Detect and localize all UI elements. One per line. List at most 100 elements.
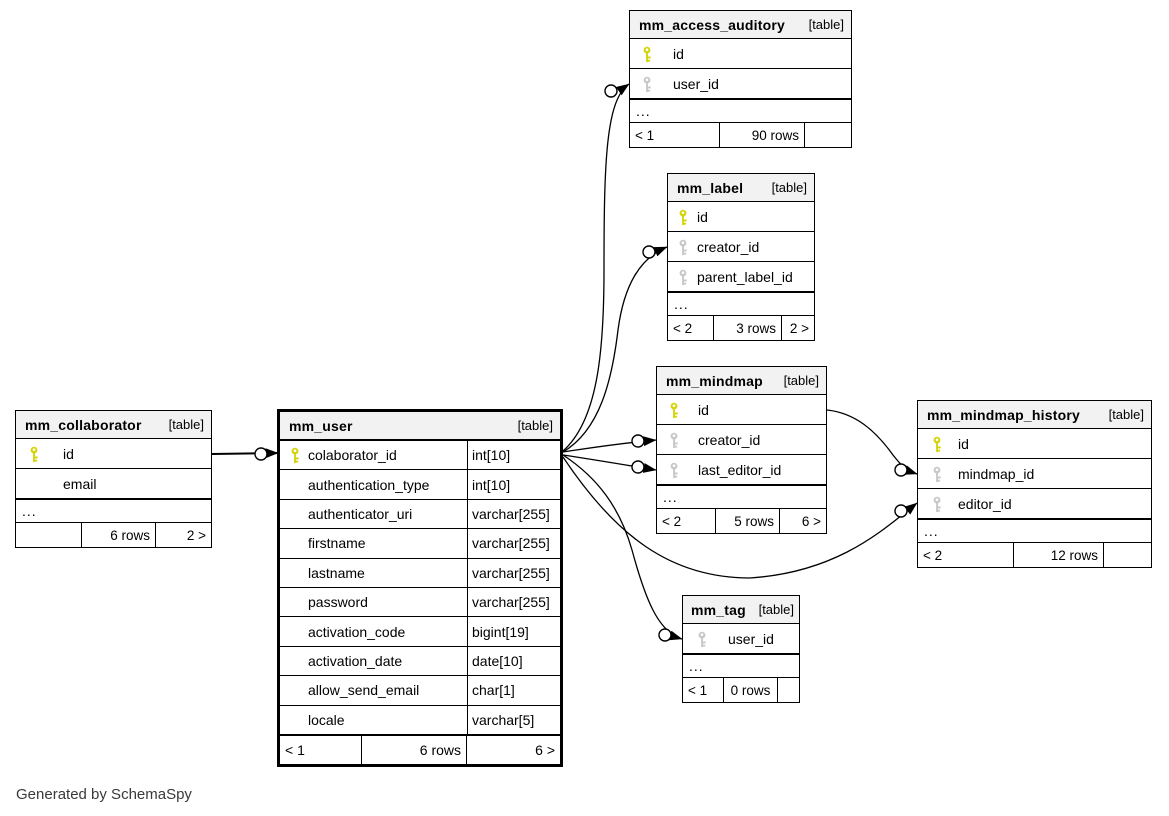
table-mm_user: mm_user [table] colaborator_id int[10] a…	[277, 409, 563, 767]
primary-key-icon	[289, 447, 301, 464]
implied-children	[778, 678, 799, 702]
column-row: creator_id	[657, 425, 826, 455]
column-type: int[10]	[472, 476, 511, 493]
implied-children: 6 >	[801, 513, 821, 529]
column-row: authentication_type int[10]	[280, 470, 560, 500]
column-row: activation_code bigint[19]	[280, 617, 560, 647]
column-name: mindmap_id	[958, 465, 1035, 482]
column-row: authenticator_uri varchar[255]	[280, 499, 560, 530]
more-columns-ellipsis: ...	[668, 292, 814, 315]
column-row: creator_id	[668, 232, 814, 262]
column-row: activation_date date[10]	[280, 646, 560, 677]
column-row: user_id	[630, 69, 851, 99]
foreign-key-icon	[668, 431, 680, 448]
row-count: 5 rows	[715, 509, 780, 533]
column-name: colaborator_id	[280, 441, 468, 470]
implied-children	[1104, 543, 1151, 567]
column-row: id	[16, 439, 211, 469]
table-name-link[interactable]: mm_mindmap	[666, 372, 763, 389]
column-row: last_editor_id	[657, 455, 826, 485]
row-count: 6 rows	[81, 523, 156, 547]
table-badge: [table]	[771, 180, 807, 195]
column-name: id	[63, 445, 74, 462]
table-badge: [table]	[517, 418, 553, 433]
table-mm_mindmap_history: mm_mindmap_history [table] id mindmap_id…	[917, 400, 1152, 568]
column-row: lastname varchar[255]	[280, 558, 560, 588]
column-row: editor_id	[918, 489, 1151, 519]
implied-parents: < 2	[923, 547, 943, 563]
column-name: email	[63, 475, 97, 492]
table-name-link[interactable]: mm_mindmap_history	[927, 406, 1080, 423]
implied-parents: < 1	[635, 127, 655, 143]
column-type: date[10]	[472, 652, 523, 669]
column-type: varchar[255]	[472, 594, 550, 611]
column-name: id	[958, 435, 969, 452]
column-row: id	[668, 202, 814, 232]
column-row: locale varchar[5]	[280, 705, 560, 735]
table-name-link[interactable]: mm_tag	[691, 601, 746, 618]
column-name: activation_date	[280, 646, 468, 676]
table-name-link[interactable]: mm_label	[677, 179, 744, 196]
column-name: last_editor_id	[698, 461, 782, 478]
generator-credit: Generated by SchemaSpy	[16, 786, 192, 803]
column-name: editor_id	[958, 495, 1012, 512]
cardinality-dot	[894, 504, 908, 518]
foreign-key-icon	[931, 495, 943, 512]
column-type: varchar[255]	[472, 505, 550, 522]
table-mm_access_auditory: mm_access_auditory [table] id user_id ..…	[629, 10, 852, 148]
column-name: lastname	[280, 558, 468, 587]
edge-mindmap-mindmap-history	[826, 409, 918, 475]
column-row: parent_label_id	[668, 262, 814, 292]
table-badge: [table]	[758, 602, 794, 617]
column-type: varchar[255]	[472, 564, 550, 581]
column-name: creator_id	[697, 238, 760, 255]
primary-key-icon	[931, 435, 943, 452]
column-row: firstname varchar[255]	[280, 529, 560, 559]
table-name-link[interactable]: mm_access_auditory	[639, 16, 786, 33]
column-row: id	[657, 395, 826, 425]
table-header: mm_mindmap [table]	[657, 367, 826, 395]
table-name-link[interactable]: mm_collaborator	[25, 416, 142, 433]
table-header: mm_collaborator [table]	[16, 411, 211, 439]
implied-children	[805, 123, 851, 147]
table-footer: < 2 3 rows 2 >	[668, 315, 814, 340]
edge-user-access-auditory	[562, 83, 630, 452]
table-footer: 6 rows 2 >	[16, 522, 211, 547]
more-columns-ellipsis: ...	[918, 519, 1151, 542]
cardinality-dot	[631, 460, 645, 474]
foreign-key-icon	[677, 238, 689, 255]
foreign-key-icon	[677, 268, 689, 285]
column-name: password	[280, 587, 468, 617]
cardinality-dot	[894, 463, 908, 477]
table-mm_mindmap: mm_mindmap [table] id creator_id last_ed…	[656, 366, 827, 534]
column-name: allow_send_email	[280, 676, 468, 705]
column-name: authenticator_uri	[280, 499, 468, 529]
column-name: firstname	[280, 529, 468, 558]
table-header: mm_tag [table]	[683, 596, 799, 624]
column-name: locale	[280, 705, 468, 734]
table-header: mm_mindmap_history [table]	[918, 401, 1151, 429]
column-row: user_id	[683, 624, 799, 654]
table-header: mm_access_auditory [table]	[630, 11, 851, 39]
column-row: mindmap_id	[918, 459, 1151, 489]
edge-user-mindmap-creator	[562, 436, 657, 453]
primary-key-icon	[641, 45, 653, 62]
cardinality-dot	[631, 434, 645, 448]
table-badge: [table]	[808, 17, 844, 32]
row-count: 0 rows	[723, 678, 778, 702]
row-count: 90 rows	[719, 123, 805, 147]
implied-children: 6 >	[535, 741, 555, 758]
more-columns-ellipsis: ...	[657, 485, 826, 508]
table-footer: < 1 90 rows	[630, 122, 851, 147]
table-mm_tag: mm_tag [table] user_id ... < 1 0 rows	[682, 595, 800, 703]
table-footer: < 1 0 rows	[683, 677, 799, 702]
column-name: user_id	[673, 75, 719, 92]
table-name-link[interactable]: mm_user	[289, 417, 353, 434]
implied-children: 2 >	[789, 320, 809, 336]
column-row: id	[630, 39, 851, 69]
column-row: allow_send_email char[1]	[280, 676, 560, 706]
cardinality-dot	[642, 245, 656, 259]
foreign-key-icon	[668, 461, 680, 478]
edge-collaborator-user	[211, 448, 279, 459]
